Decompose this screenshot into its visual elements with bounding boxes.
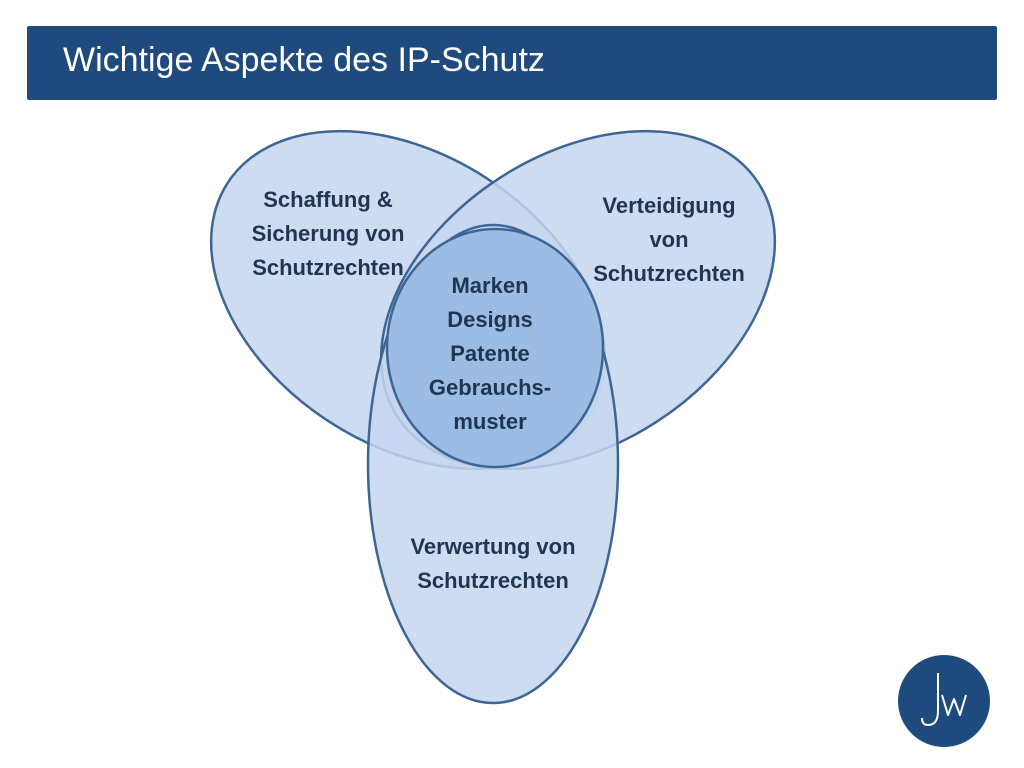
label-bottom-verwertung: Verwertung von Schutzrechten [410, 534, 576, 593]
label-right-verteidigung: Verteidigung von Schutzrechten [593, 193, 745, 286]
jw-monogram-icon [898, 655, 990, 747]
slide-title: Wichtige Aspekte des IP-Schutz [63, 41, 545, 79]
label-left-schaffung: Schaffung & Sicherung von Schutzrechten [251, 187, 405, 280]
center-overlap [385, 227, 605, 469]
title-bar: Wichtige Aspekte des IP-Schutz [27, 26, 997, 100]
label-center-schutzrechte: Marken Designs Patente Gebrauchs- muster [428, 273, 552, 434]
